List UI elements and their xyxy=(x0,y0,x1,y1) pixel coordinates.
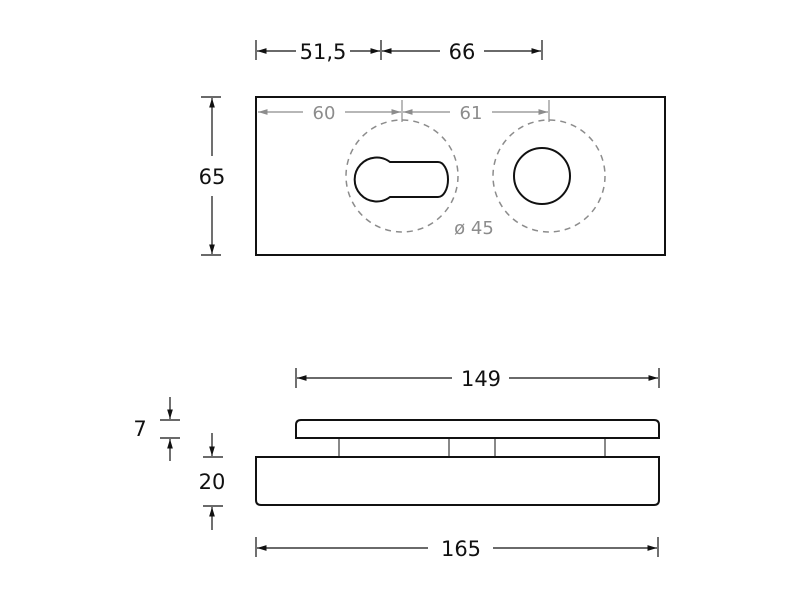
dim-label-66: 66 xyxy=(449,40,476,64)
dim-label-61: 61 xyxy=(460,103,483,124)
rosette-left-dashed xyxy=(345,119,459,233)
dim-label-51-5: 51,5 xyxy=(300,40,347,64)
rosette-right-dashed xyxy=(492,119,606,233)
dim-label-diameter-45: ø 45 xyxy=(454,218,494,239)
side-view: 149 7 20 xyxy=(133,367,660,561)
dim-label-149: 149 xyxy=(461,367,501,391)
dimension-65: 65 xyxy=(199,96,226,256)
plate-outline xyxy=(255,96,666,256)
keyhole-cutout xyxy=(353,156,449,203)
top-view: 51,5 66 65 60 61 xyxy=(199,40,666,256)
dimension-20: 20 xyxy=(199,433,226,530)
base-plate xyxy=(255,456,660,506)
dim-label-65: 65 xyxy=(199,165,226,189)
round-hole xyxy=(513,147,571,205)
dimension-51-5: 51,5 xyxy=(255,40,382,64)
dimension-165: 165 xyxy=(255,537,659,561)
cover-plate xyxy=(295,419,660,439)
dimension-149: 149 xyxy=(295,367,660,391)
dim-label-60: 60 xyxy=(313,103,336,124)
dimension-7: 7 xyxy=(133,397,180,461)
dimension-61: 61 xyxy=(403,100,550,124)
dim-label-165: 165 xyxy=(441,537,481,561)
dimension-60: 60 xyxy=(258,100,403,124)
dimension-66: 66 xyxy=(382,40,543,64)
dim-label-7: 7 xyxy=(133,417,146,441)
dim-label-20: 20 xyxy=(199,470,226,494)
